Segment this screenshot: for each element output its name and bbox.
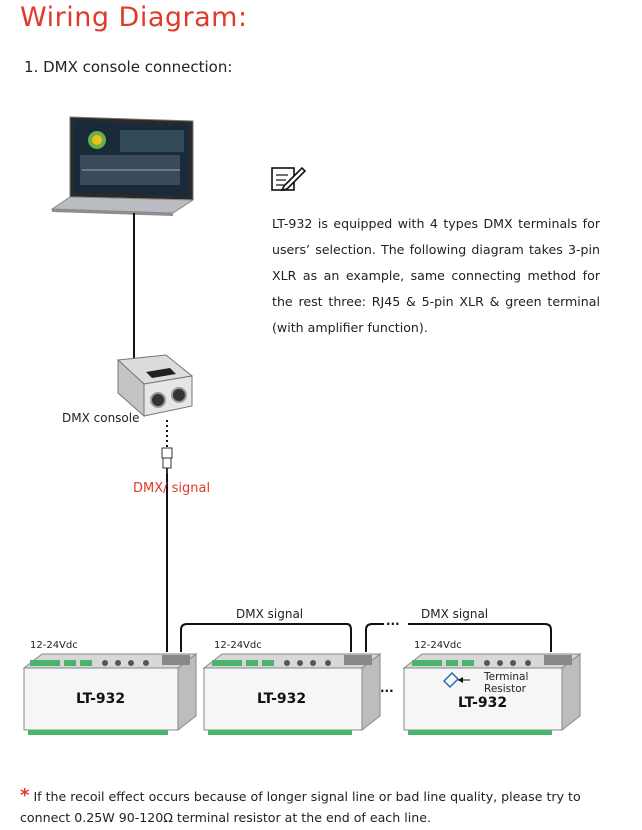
device-1-name: LT-932 <box>76 691 126 707</box>
footnote-star-icon: * <box>20 785 30 806</box>
dmx-console-icon <box>116 354 194 418</box>
dmx-signal-label-1: DMX signal <box>236 607 304 621</box>
device-2-name: LT-932 <box>257 691 307 707</box>
footnote-text: If the recoil effect occurs because of l… <box>20 789 581 825</box>
chain-ellipsis-top: ··· <box>386 617 400 631</box>
device-3-name: LT-932 <box>458 695 508 711</box>
terminal-resistor-label: Terminal Resistor <box>484 671 529 695</box>
dmx-signal-label-2: DMX signal <box>421 607 489 621</box>
note-text: LT-932 is equipped with 4 types DMX term… <box>272 216 600 335</box>
lt932-device-1 <box>22 652 198 735</box>
device-2-power-label: 12-24Vdc <box>214 640 262 651</box>
lt932-device-3 <box>402 652 582 735</box>
lt932-device-2 <box>202 652 382 735</box>
chain-ellipsis-bottom: ··· <box>380 684 394 698</box>
section-subtitle: 1. DMX console connection: <box>24 58 233 76</box>
page-title: Wiring Diagram: <box>20 2 248 33</box>
note-pencil-icon <box>270 164 307 194</box>
device-1-power-label: 12-24Vdc <box>30 640 78 651</box>
dmx-console-label: DMX console <box>62 411 140 425</box>
laptop-icon <box>50 116 195 216</box>
terminal-resistor-icon <box>442 671 470 689</box>
footnote: * If the recoil effect occurs because of… <box>20 785 620 828</box>
device-3-power-label: 12-24Vdc <box>414 640 462 651</box>
dmx-signal-label-main: DMX/ signal <box>133 481 211 496</box>
xlr-plug-icon <box>161 447 173 474</box>
